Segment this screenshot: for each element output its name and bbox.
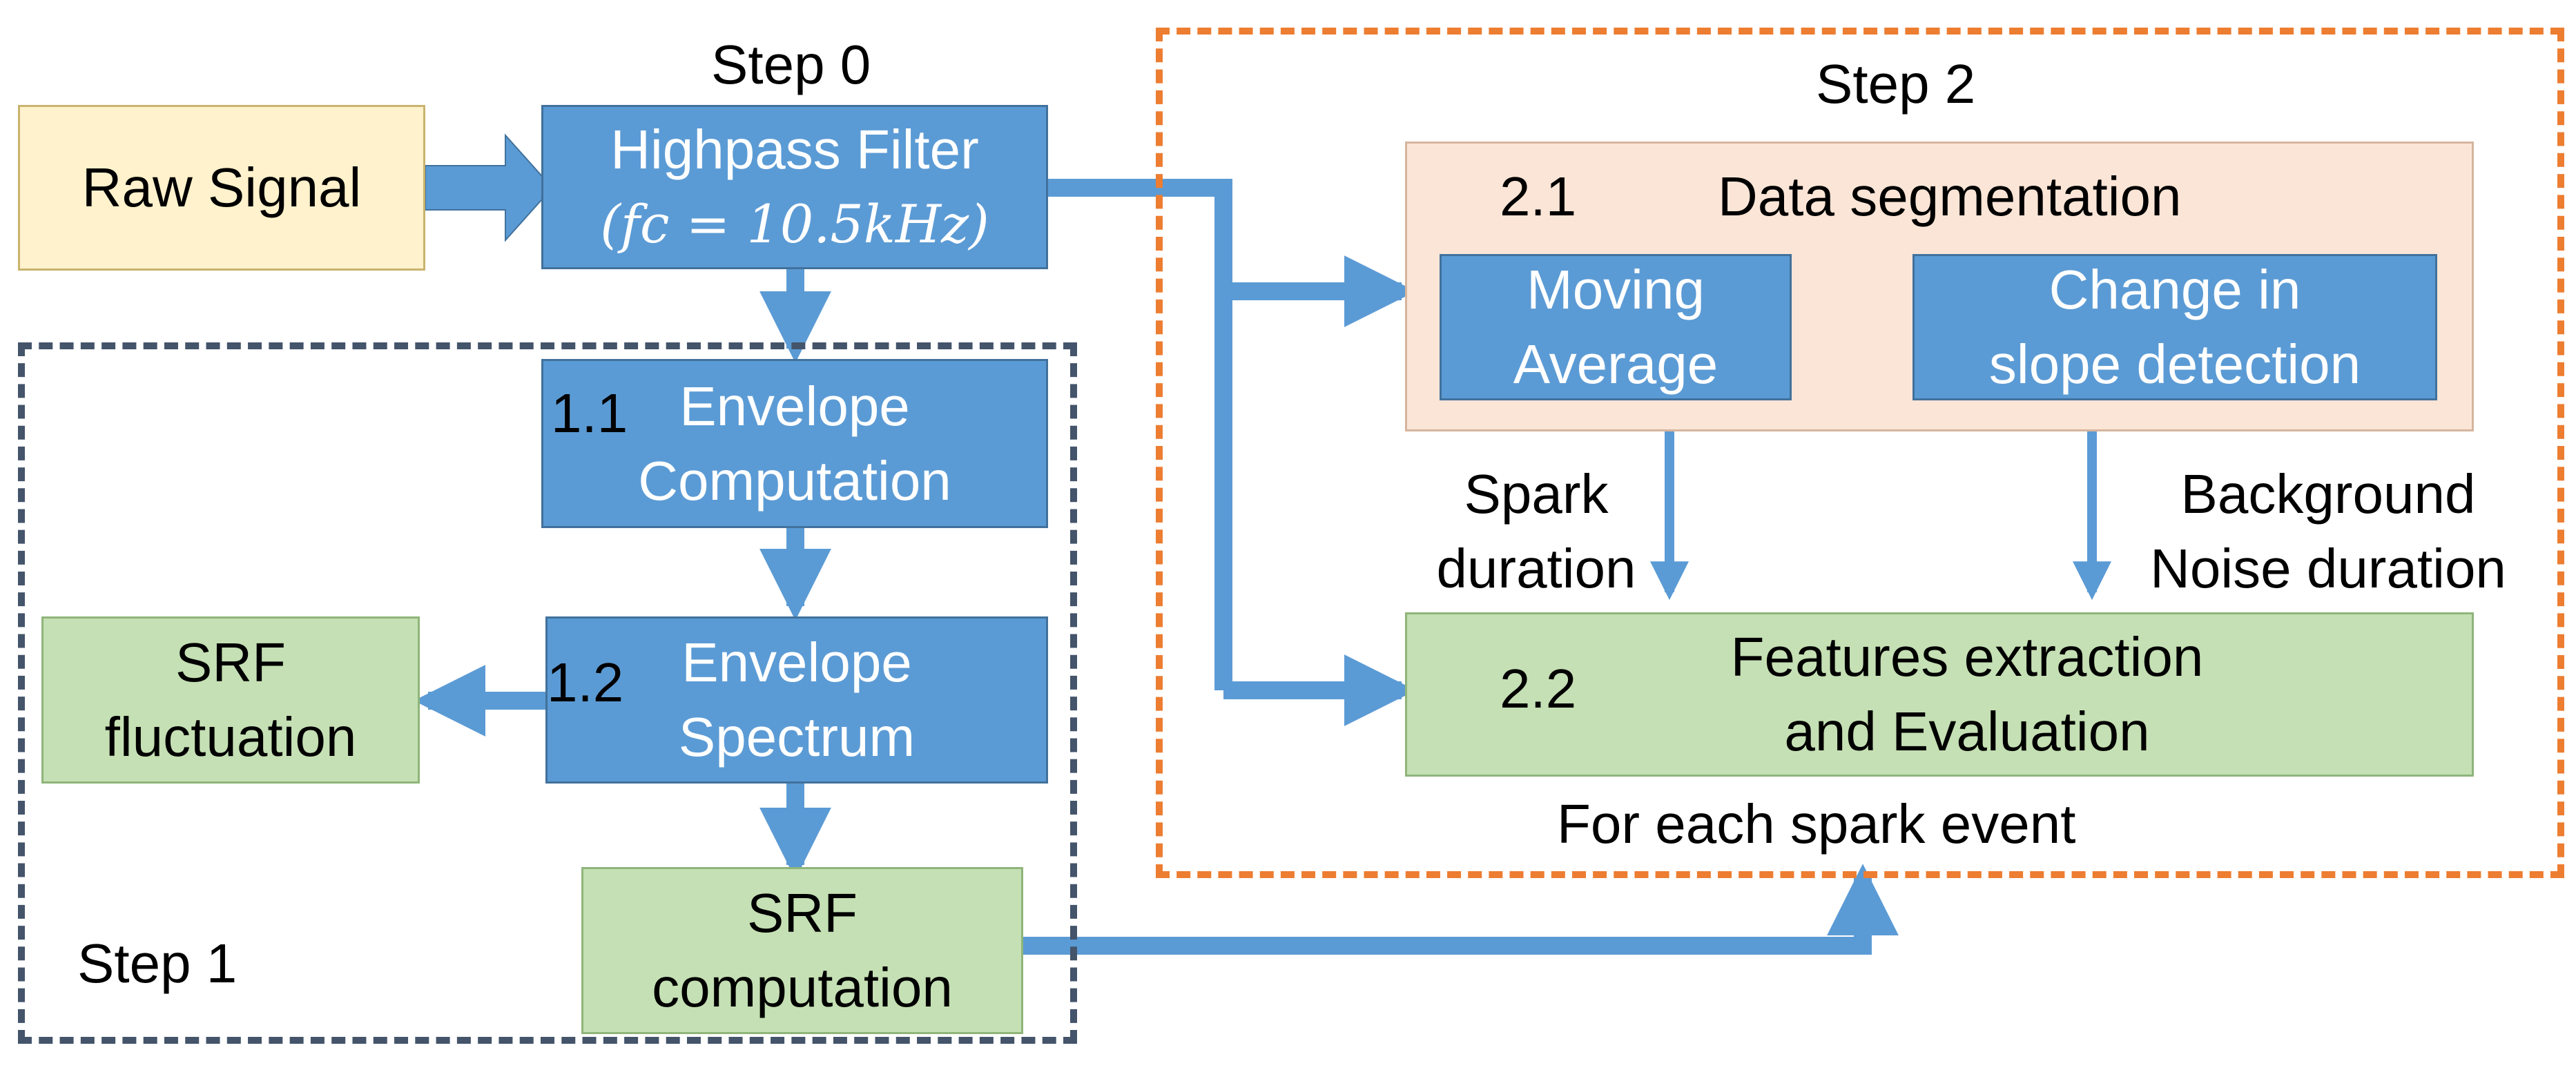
step1-frame: [18, 342, 1077, 1044]
slope-detection-box: Change in slope detection: [1912, 254, 2437, 400]
envelope-computation-number: 1.1: [551, 382, 628, 444]
data-segmentation-title: Data segmentation: [1718, 166, 2182, 227]
features-line2: and Evaluation: [1784, 701, 2150, 762]
step2-frame: [1156, 28, 2564, 878]
envelope-spectrum-box: Envelope Spectrum: [545, 616, 1048, 784]
envelope-spectrum-line2: Spectrum: [678, 706, 916, 768]
srf-fluctuation-box: SRF fluctuation: [41, 616, 420, 784]
srf-computation-line2: computation: [652, 957, 953, 1018]
step1-label: Step 1: [77, 933, 238, 994]
features-number: 2.2: [1500, 658, 1577, 719]
background-noise-line2: Noise duration: [2150, 538, 2506, 599]
moving-average-line2: Average: [1513, 333, 1718, 395]
srf-computation-line1: SRF: [747, 882, 858, 944]
data-segmentation-number: 2.1: [1500, 166, 1577, 227]
slope-detection-line1: Change in: [2049, 259, 2301, 320]
step2-label: Step 2: [1816, 53, 1976, 115]
srf-fluctuation-line1: SRF: [175, 632, 286, 693]
envelope-spectrum-line1: Envelope: [681, 632, 912, 693]
spark-duration-line2: duration: [1436, 538, 1636, 599]
background-noise-line1: Background: [2180, 463, 2476, 525]
envelope-computation-line2: Computation: [638, 449, 951, 512]
features-line1: Features extraction: [1730, 626, 2204, 688]
background-noise-label: Background Noise duration: [2121, 456, 2535, 607]
raw-signal-box: Raw Signal: [18, 105, 425, 271]
spark-duration-line1: Spark: [1464, 463, 1609, 525]
moving-average-box: Moving Average: [1440, 254, 1792, 400]
highpass-title: Highpass Filter: [610, 119, 979, 180]
for-each-spark-label: For each spark event: [1557, 793, 2076, 855]
highpass-filter-box: Highpass Filter (fc = 10.5kHz): [541, 105, 1048, 269]
moving-average-line1: Moving: [1527, 259, 1705, 320]
envelope-computation-box: Envelope Computation: [541, 359, 1048, 528]
srf-computation-box: SRF computation: [581, 867, 1023, 1034]
arrow-srf-to-step2: [1023, 864, 1899, 955]
step0-label: Step 0: [711, 34, 871, 95]
slope-detection-line2: slope detection: [1988, 333, 2361, 395]
highpass-cutoff: (fc = 10.5kHz): [600, 193, 989, 255]
features-box: Features extraction and Evaluation: [1405, 612, 2474, 777]
envelope-computation-line1: Envelope: [679, 375, 910, 437]
spark-duration-label: Spark duration: [1422, 456, 1650, 607]
srf-fluctuation-line2: fluctuation: [104, 706, 357, 768]
envelope-spectrum-number: 1.2: [547, 652, 624, 713]
arrow-highpass-to-step2-trunk: [1048, 179, 1232, 690]
arrow-raw-to-highpass: [425, 133, 554, 242]
raw-signal-label: Raw Signal: [81, 157, 362, 218]
